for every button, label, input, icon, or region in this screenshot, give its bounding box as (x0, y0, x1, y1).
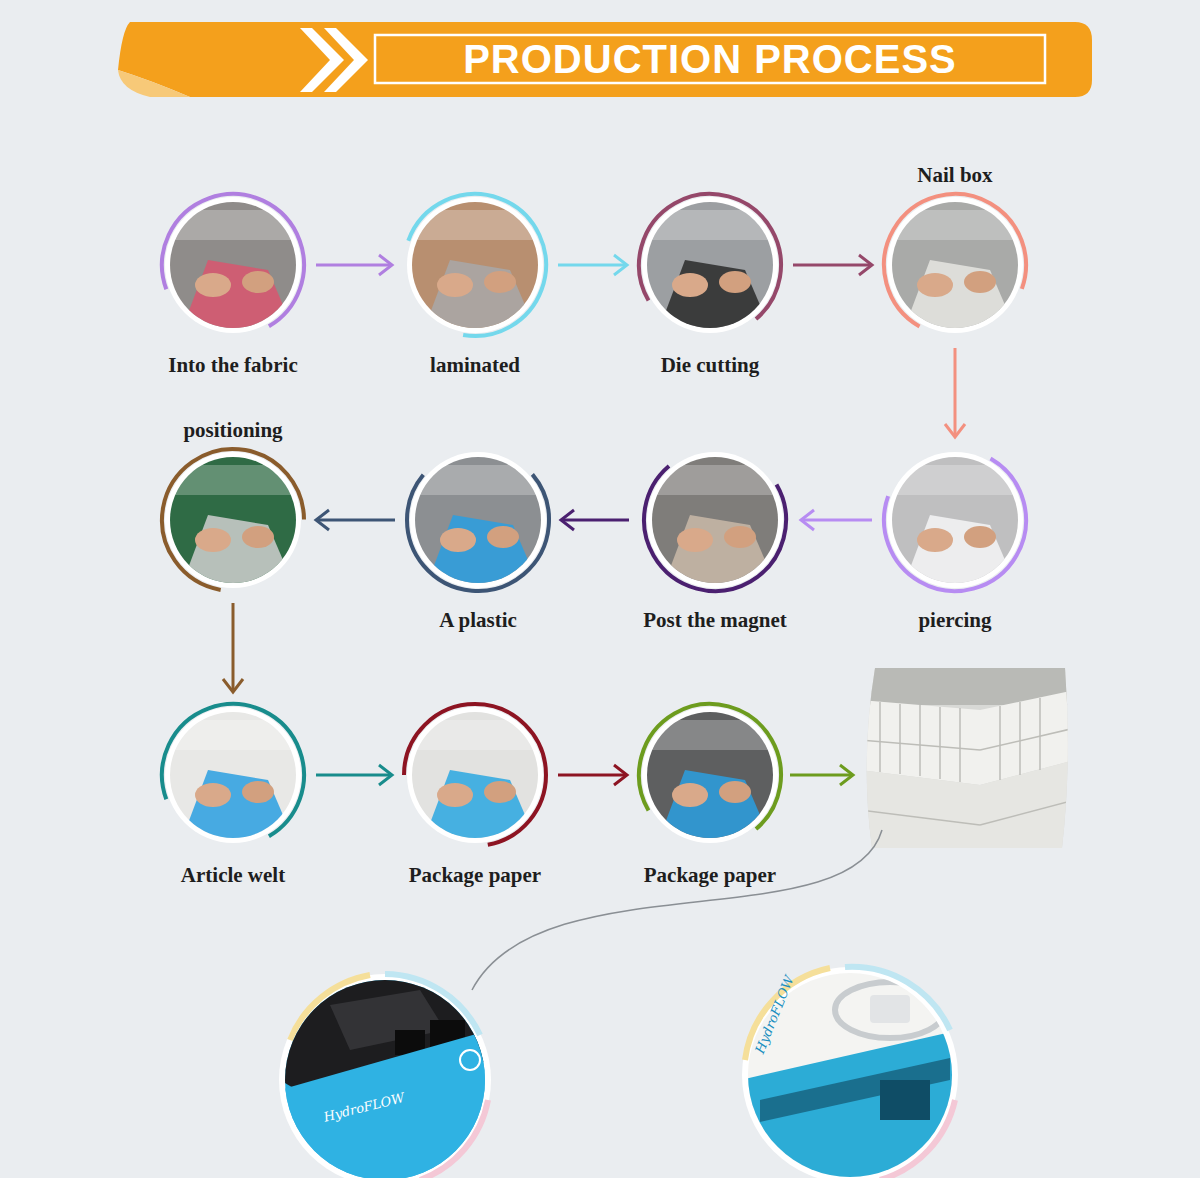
step-photo (640, 445, 790, 595)
product-photo-right (740, 965, 960, 1178)
step-label: positioning (158, 417, 308, 443)
flow-arrow (316, 765, 392, 785)
step-label: Post the magnet (637, 607, 793, 633)
finished-boxes-photo (860, 665, 1075, 855)
step-photo (403, 445, 553, 595)
flow-arrow (561, 510, 629, 530)
step-photo (400, 700, 550, 850)
step-label: Package paper (400, 862, 550, 888)
arrow-head (945, 424, 965, 437)
step-label: A plastic (403, 607, 553, 633)
process-step: piercing (880, 445, 1030, 633)
arrow-head (614, 255, 627, 275)
flow-arrow (801, 510, 872, 530)
arrow-head (316, 510, 329, 530)
process-step: Article welt (158, 700, 308, 888)
arrow-head (223, 679, 243, 692)
process-step: Nail box (880, 162, 1030, 340)
flow-arrow (558, 765, 627, 785)
flow-arrow (223, 603, 243, 692)
arrow-head (614, 765, 627, 785)
step-photo (158, 445, 308, 595)
flow-arrow (316, 255, 392, 275)
process-step: A plastic (403, 445, 553, 633)
final-arrow (790, 765, 853, 785)
title-banner (118, 22, 1092, 97)
process-step: Package paper (400, 700, 550, 888)
flow-arrow (945, 348, 965, 437)
step-photo (880, 190, 1030, 340)
process-step: Die cutting (635, 190, 785, 378)
flow-arrow (316, 510, 395, 530)
flow-arrow (558, 255, 627, 275)
title-text: PRODUCTION PROCESS (375, 35, 1045, 83)
arrow-head (561, 510, 574, 530)
arrow-head (801, 510, 814, 530)
arrow-head (379, 255, 392, 275)
process-step: Into the fabric (158, 190, 308, 378)
arrow-head (379, 765, 392, 785)
flow-arrow (793, 255, 872, 275)
process-step: laminated (400, 190, 550, 378)
product-photo-left (279, 974, 491, 1178)
step-photo (635, 190, 785, 340)
process-step: Post the magnet (637, 445, 793, 633)
step-label: Article welt (158, 862, 308, 888)
process-step: positioning (158, 417, 308, 595)
step-label: Die cutting (635, 352, 785, 378)
arrow-head (859, 255, 872, 275)
step-label: Into the fabric (158, 352, 308, 378)
step-label: Package paper (635, 862, 785, 888)
step-photo (880, 445, 1030, 595)
step-photo (400, 190, 550, 340)
step-photo (635, 700, 785, 850)
product-print: HydroFLOW (322, 1090, 406, 1125)
step-photo (158, 190, 308, 340)
step-label: piercing (880, 607, 1030, 633)
process-step: Package paper (635, 700, 785, 888)
leader-line (472, 830, 882, 990)
step-photo (158, 700, 308, 850)
product-print: HydroFLOW (752, 973, 797, 1055)
step-label: Nail box (880, 162, 1030, 188)
step-label: laminated (400, 352, 550, 378)
